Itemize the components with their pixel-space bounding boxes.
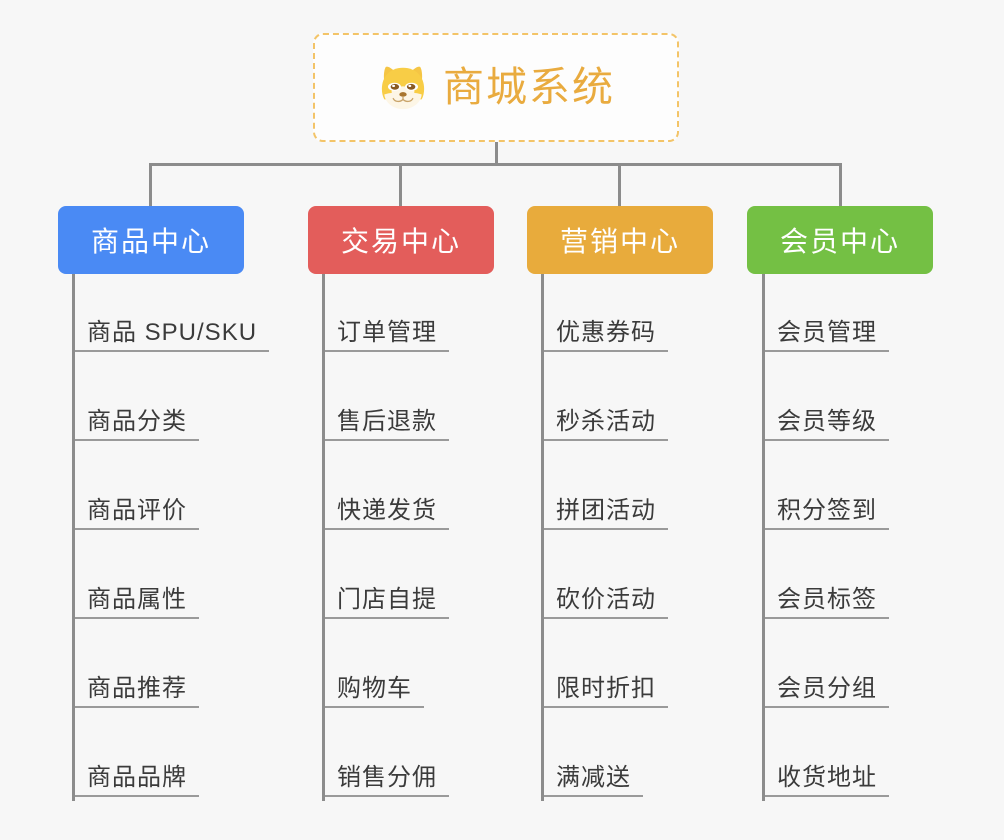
leaf-item[interactable]: 商品推荐 [75,675,199,708]
column-spine-4 [762,274,765,801]
leaf-item[interactable]: 秒杀活动 [544,408,668,441]
leaf-item[interactable]: 会员标签 [765,586,889,619]
leaf-item-label: 商品属性 [75,586,199,619]
leaf-item[interactable]: 砍价活动 [544,586,668,619]
leaf-item-label: 限时折扣 [544,675,668,708]
leaf-item-label: 秒杀活动 [544,408,668,441]
leaf-item-label: 门店自提 [325,586,449,619]
leaf-item-label: 商品推荐 [75,675,199,708]
category-header-商品中心[interactable]: 商品中心 [58,206,244,274]
leaf-item-label: 购物车 [325,675,424,708]
leaf-item-label: 会员等级 [765,408,889,441]
connector-drop-1 [149,163,152,206]
leaf-item-label: 订单管理 [325,319,449,352]
connector-bus [150,163,842,166]
leaf-item[interactable]: 商品品牌 [75,764,199,797]
connector-root-stem [495,142,498,165]
leaf-item[interactable]: 限时折扣 [544,675,668,708]
column-spine-2 [322,274,325,801]
category-header-营销中心[interactable]: 营销中心 [527,206,713,274]
leaf-item[interactable]: 拼团活动 [544,497,668,530]
leaf-item[interactable]: 门店自提 [325,586,449,619]
root-node-商城系统[interactable]: 商城系统 [313,33,679,142]
leaf-item[interactable]: 收货地址 [765,764,889,797]
leaf-item-label: 满减送 [544,764,643,797]
column-spine-1 [72,274,75,801]
category-header-会员中心[interactable]: 会员中心 [747,206,933,274]
leaf-item-label: 积分签到 [765,497,889,530]
connector-drop-3 [618,163,621,206]
leaf-item[interactable]: 会员等级 [765,408,889,441]
leaf-item[interactable]: 优惠券码 [544,319,668,352]
leaf-item[interactable]: 订单管理 [325,319,449,352]
leaf-item-label: 会员管理 [765,319,889,352]
leaf-item-label: 售后退款 [325,408,449,441]
leaf-item-label: 商品品牌 [75,764,199,797]
leaf-item-label: 砍价活动 [544,586,668,619]
leaf-item[interactable]: 快递发货 [325,497,449,530]
category-header-label: 营销中心 [559,226,680,257]
leaf-item[interactable]: 购物车 [325,675,424,708]
leaf-item-label: 收货地址 [765,764,889,797]
leaf-item-label: 优惠券码 [544,319,668,352]
category-header-交易中心[interactable]: 交易中心 [308,206,494,274]
shiba-dog-face-icon [381,66,425,109]
category-header-label: 交易中心 [340,226,461,257]
leaf-item[interactable]: 积分签到 [765,497,889,530]
column-spine-3 [541,274,544,801]
leaf-item-label: 快递发货 [325,497,449,530]
connector-drop-2 [399,163,402,206]
leaf-item[interactable]: 销售分佣 [325,764,449,797]
leaf-item[interactable]: 满减送 [544,764,643,797]
connector-drop-4 [839,163,842,206]
leaf-item-label: 会员分组 [765,675,889,708]
leaf-item-label: 商品评价 [75,497,199,530]
leaf-item-label: 销售分佣 [325,764,449,797]
leaf-item-label: 商品 SPU/SKU [75,319,270,352]
category-header-label: 会员中心 [779,226,900,257]
leaf-item[interactable]: 商品 SPU/SKU [75,319,270,352]
leaf-item[interactable]: 商品分类 [75,408,199,441]
leaf-item[interactable]: 商品评价 [75,497,199,530]
leaf-item-label: 商品分类 [75,408,199,441]
root-node-title: 商城系统 [443,64,615,110]
leaf-item[interactable]: 会员管理 [765,319,889,352]
leaf-item-label: 拼团活动 [544,497,668,530]
leaf-item-label: 会员标签 [765,586,889,619]
leaf-item[interactable]: 会员分组 [765,675,889,708]
leaf-item[interactable]: 商品属性 [75,586,199,619]
leaf-item[interactable]: 售后退款 [325,408,449,441]
category-header-label: 商品中心 [90,226,211,257]
